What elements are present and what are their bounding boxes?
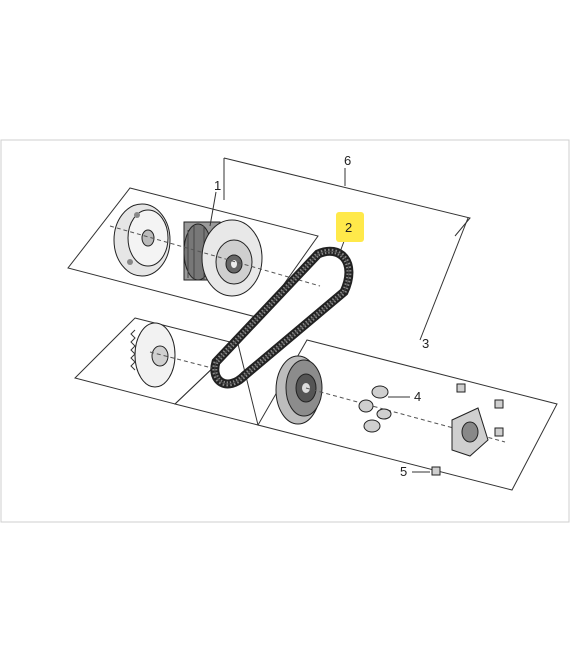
belt-region-outline <box>173 343 259 426</box>
variator-pulley <box>275 355 323 425</box>
callout-3: 3 <box>422 336 429 351</box>
driven-pulley <box>183 219 263 297</box>
group-3-leader-long <box>419 217 469 341</box>
drive-belt <box>210 246 354 389</box>
roller-weights <box>358 385 392 433</box>
group-3-panel <box>257 339 558 491</box>
axis-line-group-1 <box>109 225 321 287</box>
callout-1-leader <box>209 191 217 227</box>
axis-line-fixed-face <box>149 351 213 369</box>
callout-2: 2 <box>345 220 352 235</box>
group-6-bracket <box>223 157 471 237</box>
frame-border <box>0 139 570 523</box>
callout-4: 4 <box>414 389 421 404</box>
callout-6: 6 <box>344 153 351 168</box>
clutch-bell <box>113 203 171 277</box>
fixed-drive-face <box>130 322 176 388</box>
callout-5: 5 <box>400 464 407 479</box>
ramp-plate <box>451 407 489 457</box>
callout-2-highlight <box>336 212 364 242</box>
slider-pieces <box>431 383 504 476</box>
callout-1: 1 <box>214 178 221 193</box>
